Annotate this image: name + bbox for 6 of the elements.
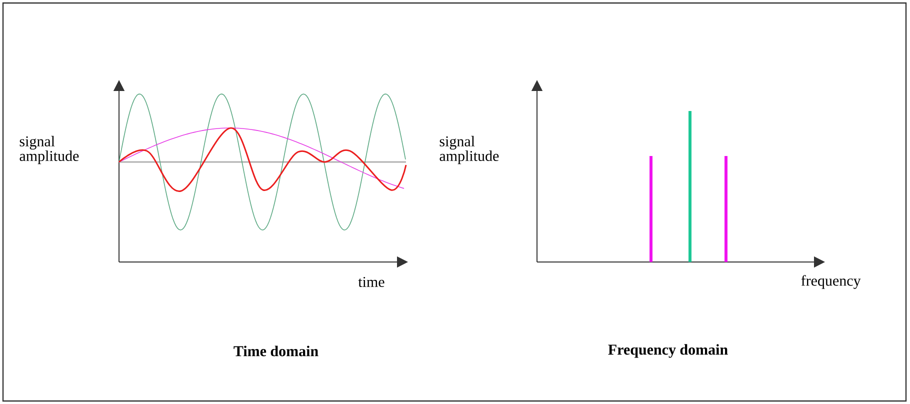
axis-label: time [358, 276, 384, 288]
panel-title: Frequency domain [608, 344, 728, 358]
panel-title: Time domain [234, 346, 318, 356]
axis-label: frequency [801, 275, 861, 289]
axis-label: signal amplitude [440, 136, 499, 164]
axis-label: signal amplitude [20, 136, 79, 164]
